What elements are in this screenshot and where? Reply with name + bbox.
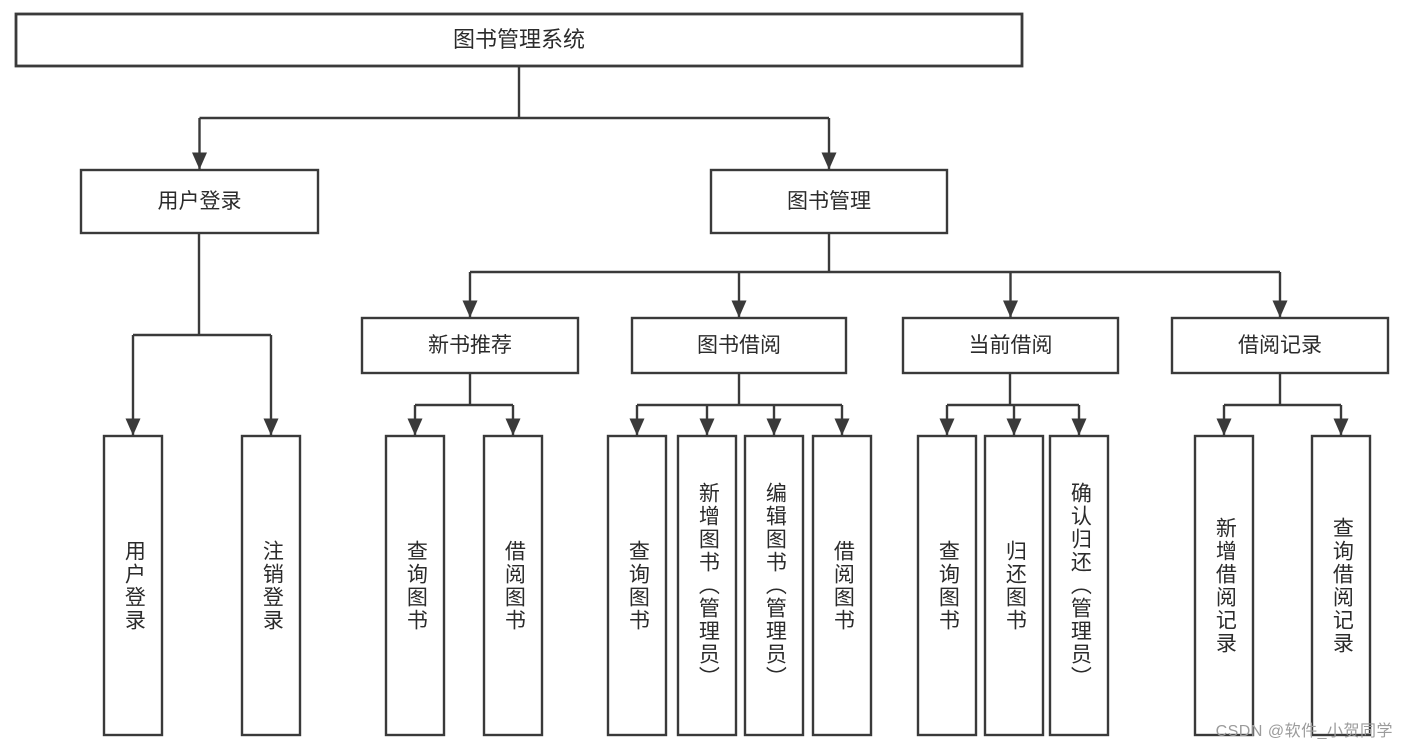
arrow-head-icon [629,418,645,436]
arrow-head-icon [731,300,747,318]
arrow-head-icon [939,418,955,436]
arrow-head-icon [125,418,141,436]
leaf-node-box[interactable] [1048,434,1110,737]
arrow-head-icon [699,418,715,436]
arrow-head-icon [462,300,478,318]
node-label: 当前借阅 [969,334,1053,357]
leaf-node-box[interactable] [1193,434,1255,737]
root-node-label: 图书管理系统 [453,27,585,52]
node-box[interactable] [1170,316,1390,375]
leaf-node-box[interactable] [811,434,873,737]
node-label: 图书管理 [787,190,871,213]
leaf-node-box[interactable] [1310,434,1372,737]
leaf-node-box[interactable] [983,434,1045,737]
leaf-node-box[interactable] [743,434,805,737]
arrow-head-icon [263,418,279,436]
node-label: 新书推荐 [428,334,512,357]
connector-layer [125,66,1349,436]
leaf-node-box[interactable] [384,434,446,737]
arrow-head-icon [1071,418,1087,436]
arrow-head-icon [834,418,850,436]
leaf-node-box[interactable] [676,434,738,737]
node-label: 用户登录 [158,190,242,213]
node-box[interactable] [630,316,848,375]
arrow-head-icon [821,152,837,170]
node-label: 借阅记录 [1238,334,1322,357]
node-box-layer [14,12,1390,737]
leaf-node-box[interactable] [482,434,544,737]
arrow-head-icon [1333,418,1349,436]
node-box[interactable] [709,168,949,235]
node-box[interactable] [360,316,580,375]
leaf-node-box[interactable] [240,434,302,737]
arrow-head-icon [1272,300,1288,318]
node-label: 图书借阅 [697,334,781,357]
watermark: CSDN @软件_小贺同学 [1215,723,1393,740]
arrow-head-icon [505,418,521,436]
arrow-head-icon [192,152,207,170]
leaf-node-box[interactable] [102,434,164,737]
arrow-head-icon [766,418,782,436]
arrow-head-icon [1006,418,1022,436]
node-box[interactable] [901,316,1120,375]
arrow-head-icon [1003,300,1018,318]
leaf-node-box[interactable] [606,434,668,737]
root-node-box[interactable] [14,12,1024,68]
leaf-node-box[interactable] [916,434,978,737]
arrow-head-icon [407,418,423,436]
arrow-head-icon [1216,418,1232,436]
node-box[interactable] [79,168,320,235]
